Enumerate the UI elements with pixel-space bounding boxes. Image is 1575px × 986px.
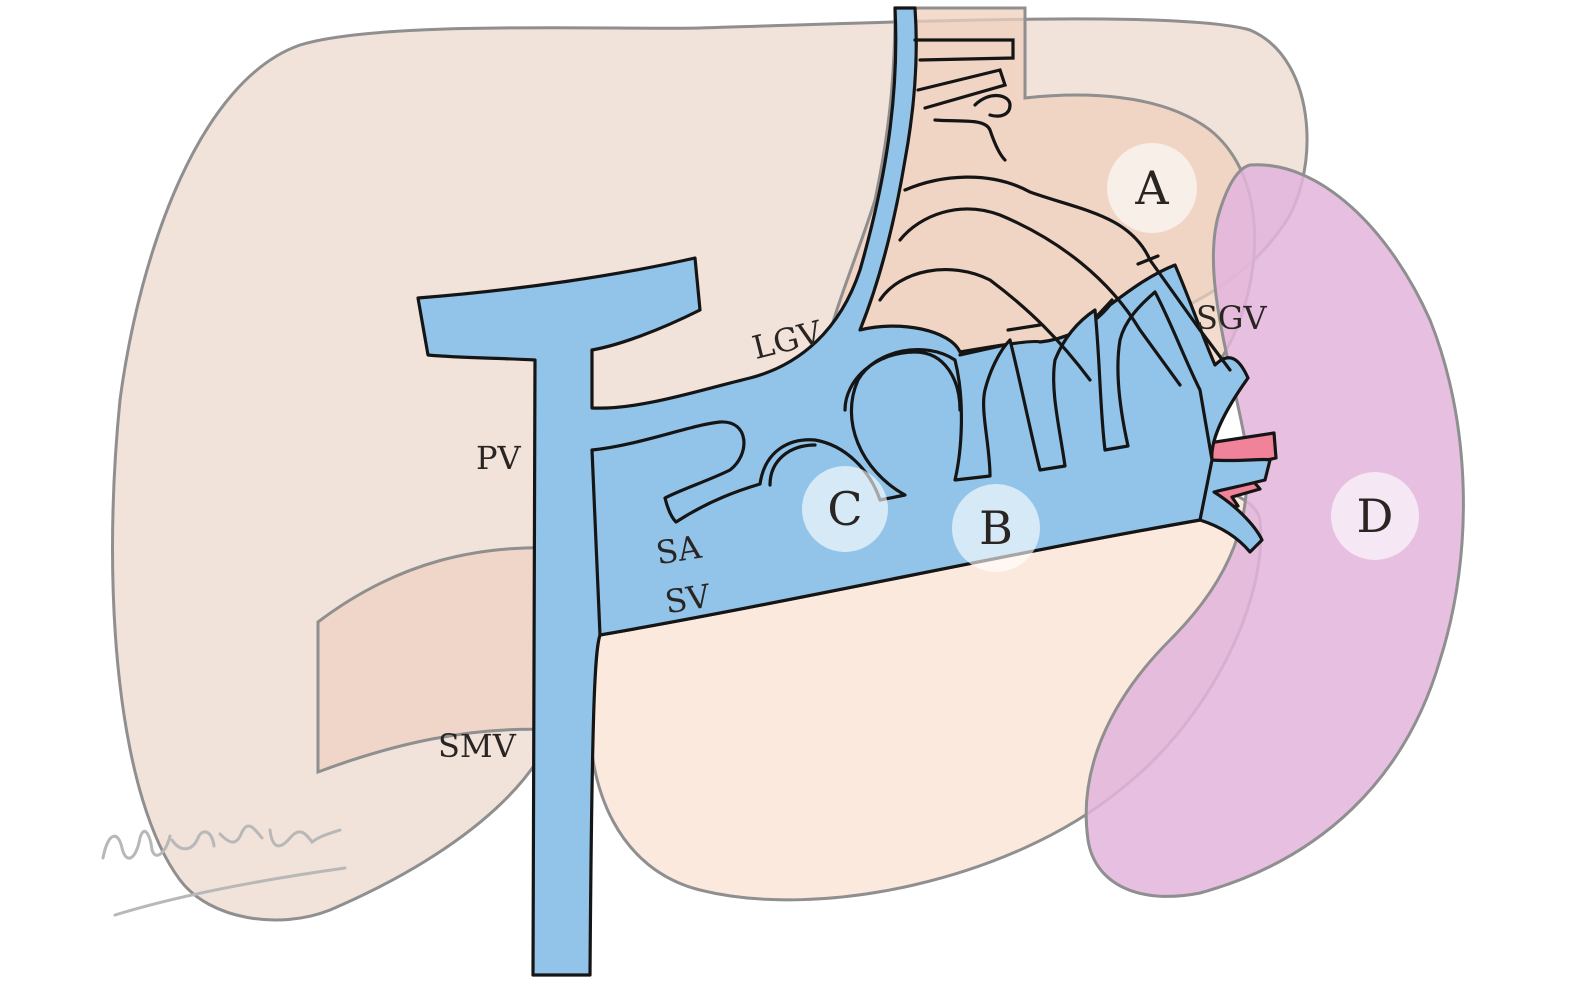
zone-c-label: C <box>827 482 863 536</box>
zone-a-marker: A <box>1107 143 1197 233</box>
zone-b-marker: B <box>952 484 1040 572</box>
zone-c-marker: C <box>802 466 888 552</box>
label-smv: SMV <box>438 727 516 765</box>
zone-b-label: B <box>979 501 1013 555</box>
zone-d-marker: D <box>1331 472 1419 560</box>
collateral-vessel-lines <box>768 38 1232 487</box>
zone-a-label: A <box>1135 161 1169 215</box>
label-pv: PV <box>476 439 521 477</box>
label-sgv: SGV <box>1196 299 1267 337</box>
label-sv: SV <box>662 576 713 622</box>
gastric-venous-network <box>590 290 1214 637</box>
zone-d-label: D <box>1356 489 1394 543</box>
artist-signature <box>101 824 347 917</box>
label-sa: SA <box>653 527 704 573</box>
